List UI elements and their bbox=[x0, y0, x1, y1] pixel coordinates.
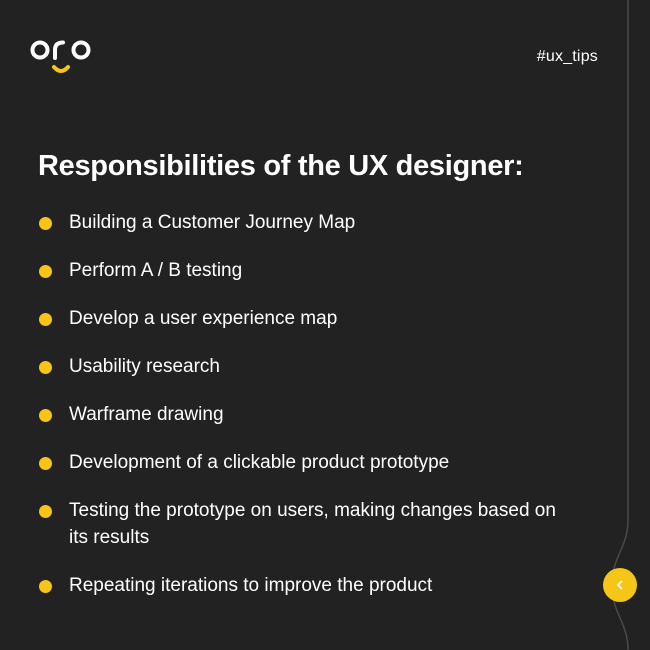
list-item-text: Develop a user experience map bbox=[69, 308, 338, 329]
bullet-dot-icon bbox=[39, 217, 52, 230]
bullet-dot-icon bbox=[39, 313, 52, 326]
page-title: Responsibilities of the UX designer: bbox=[38, 150, 524, 182]
previous-slide-button[interactable] bbox=[603, 568, 637, 602]
bullet-dot-icon bbox=[39, 457, 52, 470]
list-item-text: Perform A / B testing bbox=[69, 260, 243, 281]
list-item: Usability research bbox=[38, 353, 558, 380]
list-item-text: Usability research bbox=[69, 356, 220, 377]
list-item-text: Testing the prototype on users, making c… bbox=[69, 500, 556, 548]
list-item-text: Development of a clickable product proto… bbox=[69, 452, 450, 473]
list-item: Development of a clickable product proto… bbox=[38, 449, 558, 476]
bullet-dot-icon bbox=[39, 580, 52, 593]
hashtag-label: #ux_tips bbox=[536, 48, 598, 65]
oro-logo bbox=[30, 40, 91, 73]
responsibilities-list: Building a Customer Journey Map Perform … bbox=[38, 209, 558, 620]
list-item: Repeating iterations to improve the prod… bbox=[38, 572, 558, 599]
bullet-dot-icon bbox=[39, 265, 52, 278]
list-item-text: Warframe drawing bbox=[69, 404, 224, 425]
list-item: Perform A / B testing bbox=[38, 257, 558, 284]
bullet-dot-icon bbox=[39, 505, 52, 518]
bullet-dot-icon bbox=[39, 409, 52, 422]
list-item: Building a Customer Journey Map bbox=[38, 209, 558, 236]
list-item: Warframe drawing bbox=[38, 401, 558, 428]
list-item: Develop a user experience map bbox=[38, 305, 558, 332]
list-item-text: Building a Customer Journey Map bbox=[69, 212, 356, 233]
list-item: Testing the prototype on users, making c… bbox=[38, 497, 558, 551]
bullet-dot-icon bbox=[39, 361, 52, 374]
list-item-text: Repeating iterations to improve the prod… bbox=[69, 575, 433, 596]
chevron-left-icon bbox=[617, 580, 623, 590]
